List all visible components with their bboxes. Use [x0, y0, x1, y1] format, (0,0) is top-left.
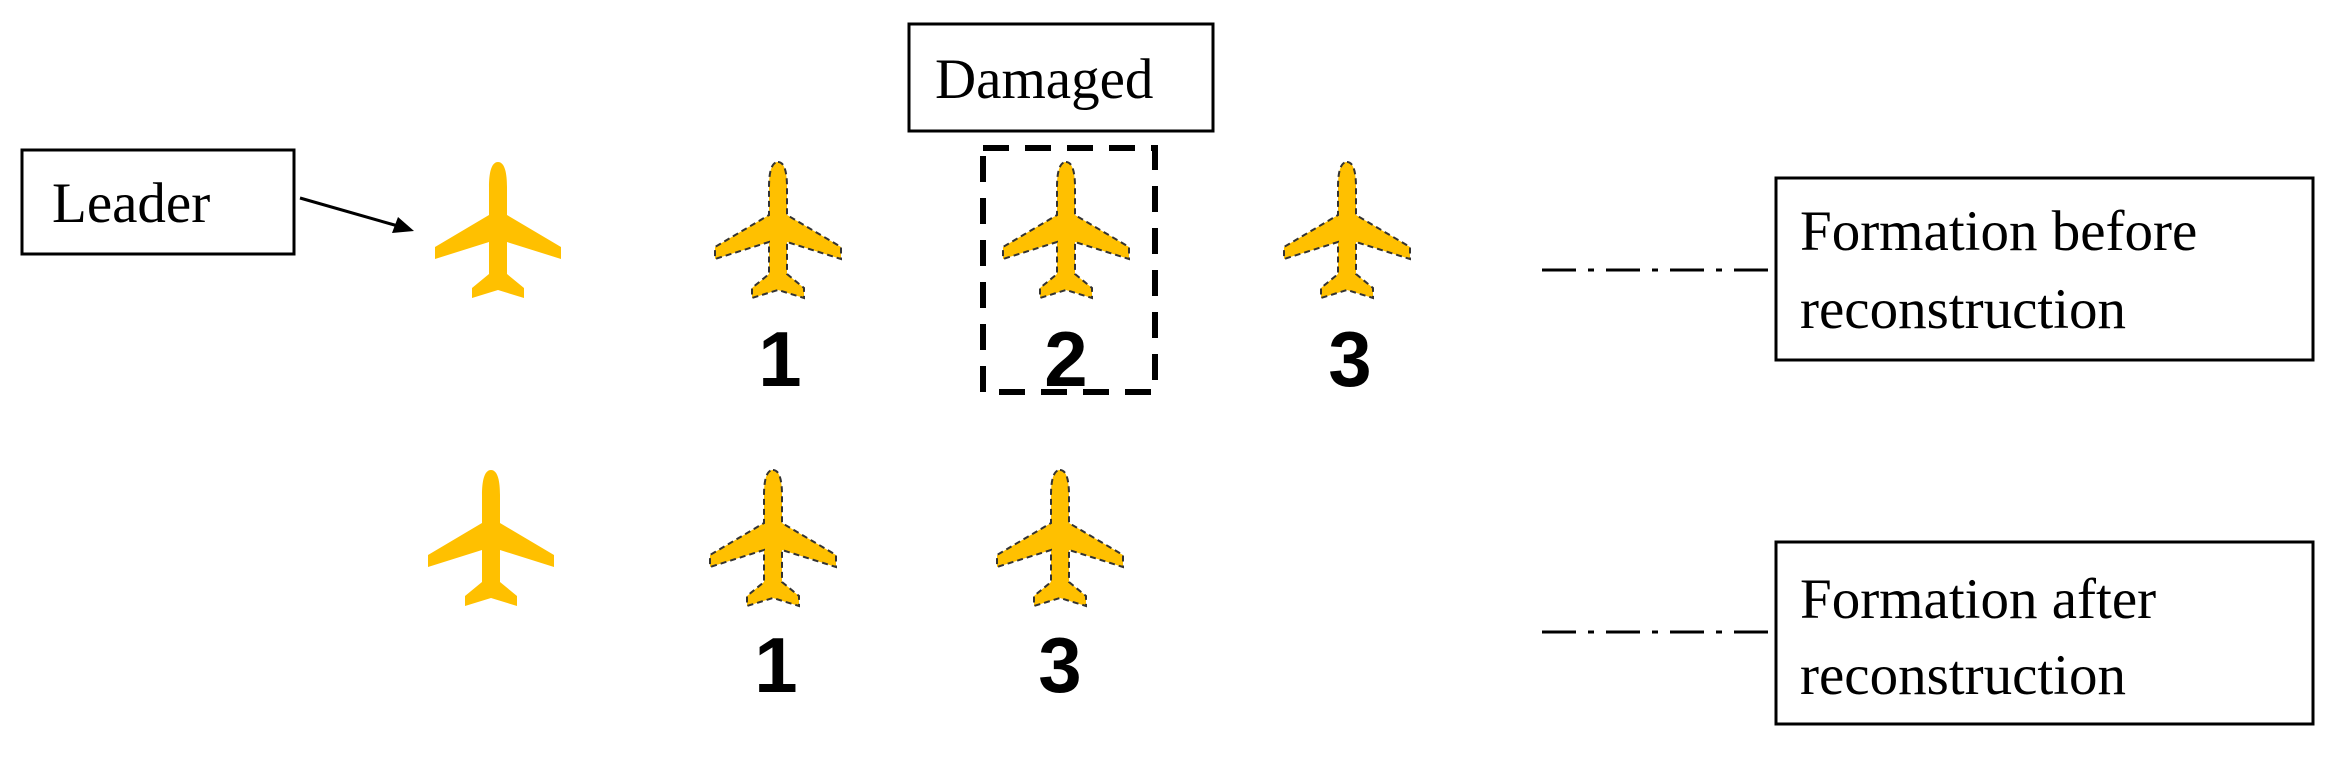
before-label: Formation before reconstruction	[1774, 176, 2315, 362]
after-box	[1774, 540, 2315, 726]
airplane-icon	[714, 161, 842, 299]
leader-text: Leader	[52, 172, 210, 235]
before-formation: 1 2 3	[435, 161, 1411, 403]
after-label: Formation after reconstruction	[1774, 540, 2315, 726]
damaged-highlight-box	[980, 145, 1158, 395]
plane-number-3: 3	[1328, 315, 1371, 403]
damaged-box	[907, 22, 1215, 133]
airplane-icon	[709, 469, 837, 607]
plane-number-1: 1	[754, 621, 797, 709]
plane-number-3: 3	[1038, 621, 1081, 709]
plane-number-2: 2	[1044, 315, 1087, 403]
airplane-icon	[1283, 161, 1411, 299]
leader-arrow	[299, 196, 414, 233]
damaged-text: Damaged	[935, 48, 1153, 111]
after-formation: 1 3	[428, 469, 1124, 709]
before-text-line1: Formation before	[1800, 200, 2197, 263]
leader-airplane-icon	[428, 470, 554, 606]
after-text-line2: reconstruction	[1800, 644, 2126, 707]
before-box	[1774, 176, 2315, 362]
damaged-airplane-icon	[1002, 161, 1130, 299]
airplane-icon	[996, 469, 1124, 607]
leader-box	[20, 148, 296, 256]
damaged-label: Damaged	[907, 22, 1215, 133]
after-text-line1: Formation after	[1800, 568, 2156, 631]
leader-label: Leader	[20, 148, 296, 256]
leader-airplane-icon	[435, 162, 561, 298]
plane-number-1: 1	[758, 315, 801, 403]
before-text-line2: reconstruction	[1800, 278, 2126, 341]
